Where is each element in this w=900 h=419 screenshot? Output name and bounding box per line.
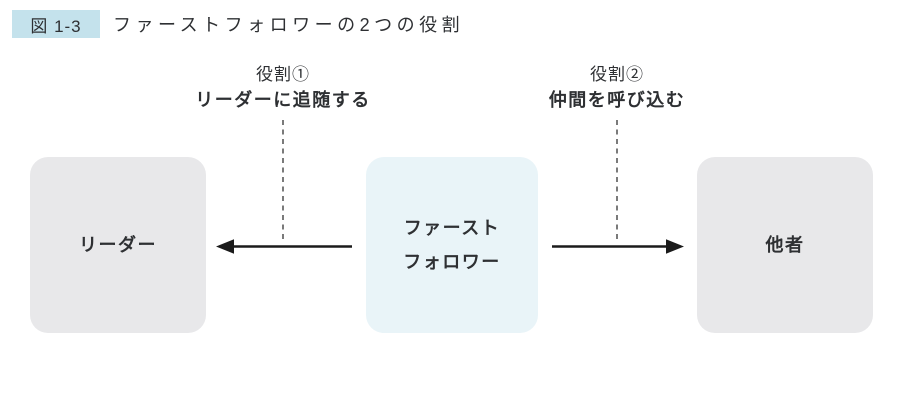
first-follower-box-label-line2: フォロワー — [403, 252, 501, 272]
role-2-tag: 役割② — [590, 65, 644, 84]
role-2-description: 仲間を呼び込む — [548, 90, 686, 110]
first-follower-box-label-line1: ファースト — [403, 218, 501, 238]
figure-number-badge: 図 1-3 — [12, 10, 100, 38]
role-1-label-group: 役割① リーダーに追随する — [163, 63, 403, 114]
figure-header: 図 1-3 ファーストフォロワーの2つの役割 — [12, 10, 464, 38]
arrow-to-leader-head — [216, 239, 234, 254]
arrow-to-others-head — [666, 239, 684, 254]
others-box: 他者 — [697, 157, 873, 333]
leader-box: リーダー — [30, 157, 206, 333]
first-follower-box: ファースト フォロワー — [366, 157, 538, 333]
leader-box-label: リーダー — [79, 235, 157, 255]
role-1-tag: 役割① — [256, 65, 310, 84]
role-2-label-group: 役割② 仲間を呼び込む — [497, 63, 737, 114]
role-1-description: リーダーに追随する — [195, 90, 371, 110]
figure-title: ファーストフォロワーの2つの役割 — [113, 15, 465, 35]
others-box-label: 他者 — [765, 235, 805, 255]
